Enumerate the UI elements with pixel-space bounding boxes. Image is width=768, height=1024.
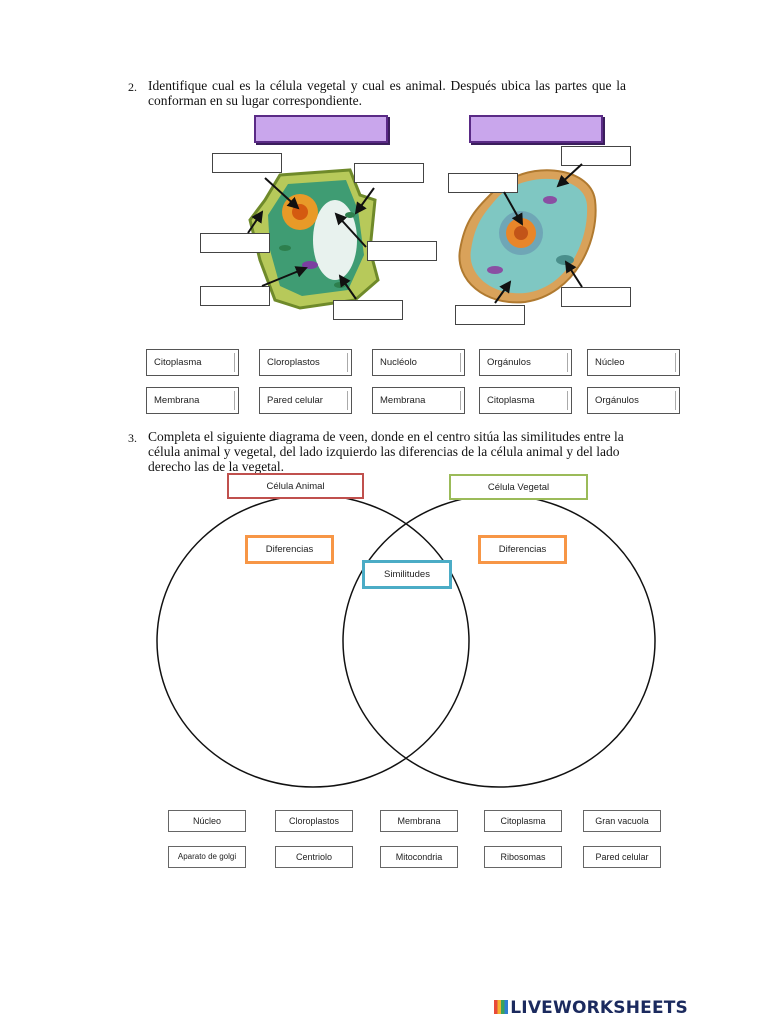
venn-diagram <box>156 494 656 788</box>
word-label: Cloroplastos <box>288 816 340 826</box>
word-bank-1-item[interactable]: Núcleo <box>587 349 680 376</box>
venn-similarities[interactable]: Similitudes <box>362 560 452 589</box>
word-label: Citoplasma <box>487 395 535 406</box>
venn-animal-label: Célula Animal <box>227 473 364 499</box>
word-bank-1-item[interactable]: Orgánulos <box>587 387 680 414</box>
word-bank-2-item[interactable]: Mitocondria <box>380 846 458 868</box>
logo-text: LIVEWORKSHEETS <box>510 998 688 1018</box>
word-label: Núcleo <box>595 357 625 368</box>
word-label: Aparato de golgi <box>177 852 237 861</box>
word-label: Membrana <box>380 395 426 406</box>
word-bank-2-item[interactable]: Pared celular <box>583 846 661 868</box>
question-3-text: Completa el siguiente diagrama de veen, … <box>148 429 624 474</box>
animal-label-box-2[interactable] <box>448 173 518 193</box>
animal-cell-title-box[interactable] <box>469 115 603 143</box>
word-label: Citoplasma <box>500 816 546 826</box>
word-label: Nucléolo <box>380 357 417 368</box>
word-bank-2-item[interactable]: Ribosomas <box>484 846 562 868</box>
word-label: Centriolo <box>295 852 333 862</box>
plant-label-box-2[interactable] <box>354 163 424 183</box>
word-bank-2-item[interactable]: Núcleo <box>168 810 246 832</box>
word-bank-2-item[interactable]: Centriolo <box>275 846 353 868</box>
word-bank-1-item[interactable]: Pared celular <box>259 387 352 414</box>
word-label: Mitocondria <box>395 852 443 862</box>
plant-label-box-4[interactable] <box>367 241 437 261</box>
question-3-number: 3. <box>128 431 137 445</box>
venn-left-differences[interactable]: Diferencias <box>245 535 334 564</box>
word-label: Núcleo <box>192 816 221 826</box>
word-label: Pared celular <box>267 395 323 406</box>
venn-vegetal-label: Célula Vegetal <box>449 474 588 500</box>
word-bank-1-item[interactable]: Membrana <box>372 387 465 414</box>
word-bank-2-item[interactable]: Citoplasma <box>484 810 562 832</box>
word-bank-1-item[interactable]: Cloroplastos <box>259 349 352 376</box>
word-label: Citoplasma <box>154 357 202 368</box>
word-label: Gran vacuola <box>595 816 649 826</box>
word-bank-2-item[interactable]: Aparato de golgi <box>168 846 246 868</box>
word-label: Ribosomas <box>500 852 546 862</box>
question-2-number: 2. <box>128 80 137 94</box>
word-bank-2-item[interactable]: Cloroplastos <box>275 810 353 832</box>
word-bank-1-item[interactable]: Citoplasma <box>479 387 572 414</box>
animal-label-box-3[interactable] <box>561 287 631 307</box>
venn-right-differences[interactable]: Diferencias <box>478 535 567 564</box>
word-label: Orgánulos <box>487 357 531 368</box>
word-label: Cloroplastos <box>267 357 320 368</box>
word-bank-1-item[interactable]: Orgánulos <box>479 349 572 376</box>
word-bank-2-item[interactable]: Gran vacuola <box>583 810 661 832</box>
plant-label-box-3[interactable] <box>200 233 270 253</box>
plant-label-box-1[interactable] <box>212 153 282 173</box>
word-label: Membrana <box>397 816 441 826</box>
plant-label-box-6[interactable] <box>333 300 403 320</box>
plant-label-box-5[interactable] <box>200 286 270 306</box>
logo-icon <box>494 1000 509 1014</box>
plant-cell-title-box[interactable] <box>254 115 388 143</box>
word-label: Pared celular <box>595 852 649 862</box>
word-bank-2-item[interactable]: Membrana <box>380 810 458 832</box>
label-arrows <box>247 163 583 304</box>
animal-cell-image <box>458 169 597 304</box>
animal-label-box-4[interactable] <box>455 305 525 325</box>
question-2-text: Identifique cual es la célula vegetal y … <box>148 78 626 108</box>
liveworksheets-logo: LIVEWORKSHEETS <box>494 998 688 1018</box>
animal-label-box-1[interactable] <box>561 146 631 166</box>
word-label: Orgánulos <box>595 395 639 406</box>
word-label: Membrana <box>154 395 200 406</box>
word-bank-1-item[interactable]: Nucléolo <box>372 349 465 376</box>
word-bank-1-item[interactable]: Citoplasma <box>146 349 239 376</box>
word-bank-1-item[interactable]: Membrana <box>146 387 239 414</box>
